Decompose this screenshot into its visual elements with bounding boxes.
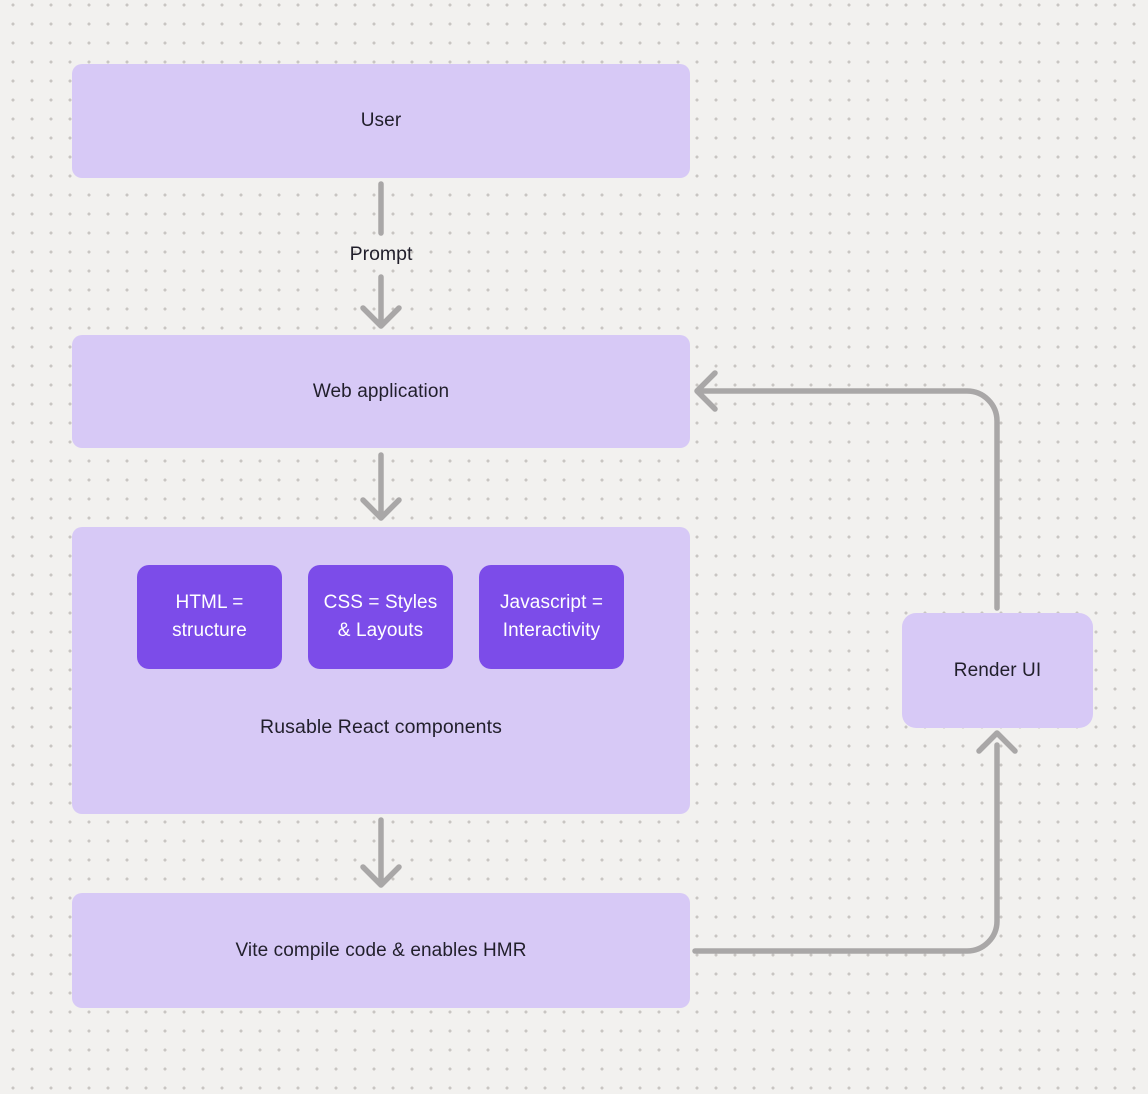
- node-vite-label: Vite compile code & enables HMR: [235, 939, 527, 961]
- edge-vite-render-arrow: [692, 730, 1018, 954]
- node-vite: Vite compile code & enables HMR: [72, 893, 690, 1008]
- node-html-structure: HTML = structure: [137, 565, 282, 669]
- node-user: User: [72, 64, 690, 178]
- edge-user-webapp-arrowhead: [360, 274, 402, 329]
- node-components-group: HTML = structure CSS = Styles & Layouts …: [72, 527, 690, 814]
- node-javascript-interactivity: Javascript = Interactivity: [479, 565, 624, 669]
- node-web-application-label: Web application: [312, 380, 450, 402]
- node-web-application: Web application: [72, 335, 690, 448]
- edge-label-prompt: Prompt: [349, 243, 413, 265]
- edge-render-webapp-arrow: [694, 370, 1000, 611]
- edge-group-vite-arrow: [360, 817, 402, 888]
- node-render-ui-label: Render UI: [953, 659, 1042, 681]
- node-css-styles-label: CSS = Styles & Layouts: [323, 592, 438, 641]
- edge-webapp-group-arrow: [360, 452, 402, 521]
- node-user-label: User: [360, 110, 402, 131]
- node-html-structure-label: HTML = structure: [172, 592, 247, 641]
- node-render-ui: Render UI: [902, 613, 1093, 728]
- node-css-styles: CSS = Styles & Layouts: [308, 565, 453, 669]
- components-group-caption: Rusable React components: [260, 716, 502, 738]
- node-javascript-interactivity-label: Javascript = Interactivity: [499, 592, 604, 641]
